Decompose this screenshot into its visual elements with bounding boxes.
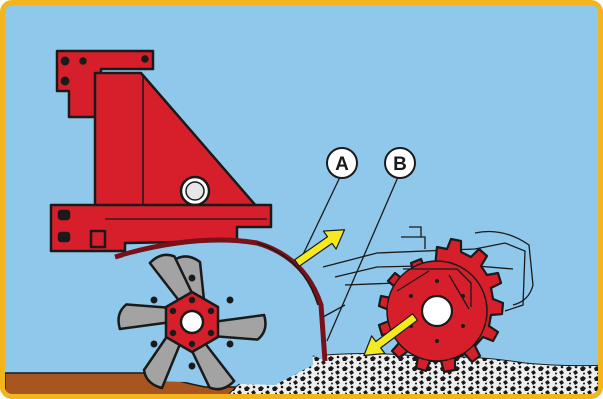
machine-diagram: A B [5, 5, 603, 399]
callout-b: B [385, 148, 415, 178]
callout-a-label: A [335, 154, 349, 175]
toothed-roller-icon [379, 239, 503, 372]
arrow-out-of-hood [291, 221, 351, 272]
callout-b-label: B [393, 154, 407, 175]
callout-a: A [327, 148, 357, 178]
machine-frame [51, 51, 271, 251]
